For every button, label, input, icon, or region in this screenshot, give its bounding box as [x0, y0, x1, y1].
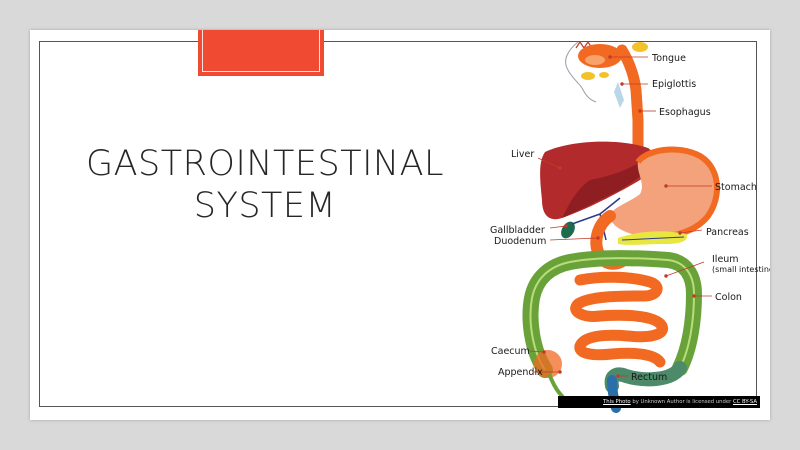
label-rectum: Rectum — [631, 372, 667, 383]
slide-title: GASTROINTESTINAL SYSTEM — [70, 143, 460, 227]
accent-tab — [198, 30, 324, 76]
esophagus — [616, 44, 644, 176]
label-caecum: Caecum — [491, 346, 530, 357]
digestive-system-diagram: Tongue Epiglottis Esophagus Liver Stomac… — [490, 40, 770, 413]
label-pancreas: Pancreas — [706, 227, 749, 238]
label-colon: Colon — [715, 292, 742, 303]
caecum — [534, 350, 562, 378]
title-line-2: SYSTEM — [193, 186, 337, 226]
salivary-gland-low — [581, 72, 595, 80]
leader-pancreas — [679, 229, 703, 234]
small-intestine — [570, 271, 668, 368]
appendix — [548, 374, 564, 398]
accent-tab-border — [202, 30, 320, 72]
label-epiglottis: Epiglottis — [652, 79, 696, 90]
slide-frame — [39, 41, 757, 407]
label-esophagus: Esophagus — [659, 107, 711, 118]
leader-caecum — [529, 350, 545, 353]
leader-duodenum — [549, 237, 599, 241]
salivary-gland-mid — [599, 72, 609, 78]
label-duodenum: Duodenum — [494, 236, 546, 247]
image-attribution: This Photo by Unknown Author is licensed… — [558, 396, 760, 408]
liver-shade — [562, 158, 647, 218]
label-gallbladder: Gallbladder — [490, 225, 545, 236]
head-outline — [565, 41, 597, 103]
attribution-photo-link[interactable]: This Photo — [603, 399, 631, 405]
label-liver: Liver — [511, 149, 534, 160]
slide: GASTROINTESTINAL SYSTEM — [30, 30, 770, 420]
tongue-highlight — [585, 55, 605, 65]
salivary-gland-top — [632, 42, 648, 52]
leader-gallbladder — [549, 225, 567, 229]
label-ileum-sub: (small intestine) — [712, 265, 770, 274]
label-tongue: Tongue — [651, 53, 686, 64]
larynx — [614, 82, 624, 108]
stomach — [610, 149, 718, 238]
label-ileum: Ileum — [712, 254, 739, 265]
attribution-text: by Unknown Author is licensed under — [630, 399, 733, 405]
pancreatic-duct — [621, 236, 685, 241]
attribution-license-link[interactable]: CC BY-SA — [732, 399, 757, 405]
leader-liver — [537, 157, 561, 169]
colon-inner-line — [529, 257, 696, 371]
title-line-1: GASTROINTESTINAL — [85, 144, 445, 184]
leader-ileum — [665, 261, 705, 277]
label-stomach: Stomach — [715, 182, 757, 193]
label-appendix: Appendix — [498, 367, 543, 378]
